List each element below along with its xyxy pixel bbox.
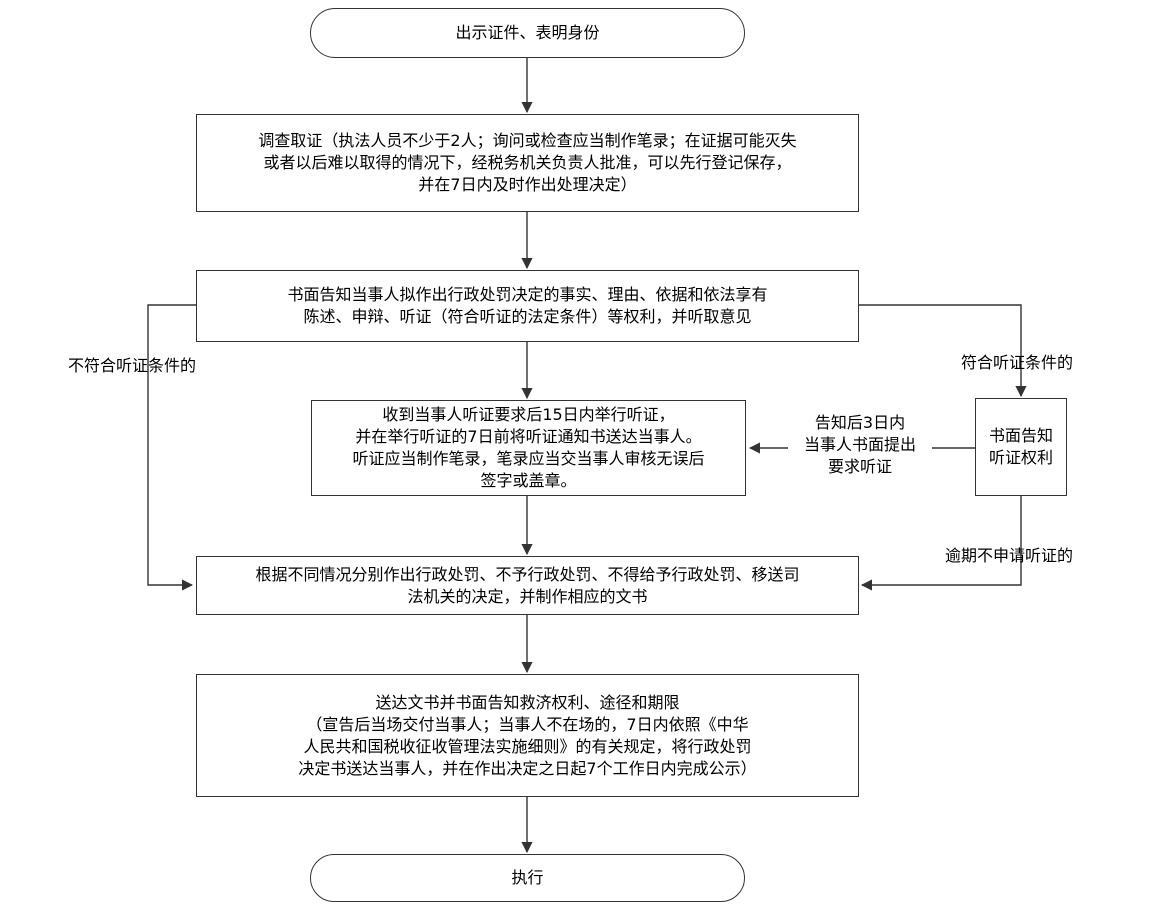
investigate-line: 并在7日内及时作出处理决定） (418, 175, 637, 194)
deliver-node: 送达文书并书面告知救济权利、途径和期限 （宣告后当场交付当事人；当事人不在场的，… (196, 674, 859, 797)
arrow-qualified-path (859, 304, 1027, 398)
deliver-line: 人民共和国税收征收管理法实施细则》的有关规定，将行政处罚 (303, 736, 752, 756)
decision-line: 根据不同情况分别作出行政处罚、不予行政处罚、不得给予行政处罚、移送司 (255, 564, 800, 584)
notify-hearing-right-line: 书面告知 (988, 426, 1053, 445)
end-label: 执行 (511, 868, 544, 887)
edge-label-qualified: 符合听证条件的 (961, 353, 1074, 372)
end-node: 执行 (310, 854, 745, 902)
hearing-node: 收到当事人听证要求后15日内举行听证， 并在举行听证的7日前将听证通知书送达当事… (311, 400, 746, 496)
decision-node: 根据不同情况分别作出行政处罚、不予行政处罚、不得给予行政处罚、移送司 法机关的决… (196, 556, 859, 615)
deliver-line: （宣告后当场交付当事人；当事人不在场的，7日内依照《中华 (306, 714, 749, 734)
notify-hearing-right-node: 书面告知 听证权利 (975, 398, 1067, 496)
notify-node: 书面告知当事人拟作出行政处罚决定的事实、理由、依据和依法享有 陈述、申辩、听证（… (196, 270, 859, 342)
investigate-line: 或者以后难以取得的情况下，经税务机关负责人批准，可以先行登记保存， (263, 153, 792, 172)
notify-line: 陈述、申辩、听证（符合听证的法定条件）等权利，并听取意见 (303, 307, 752, 326)
decision-line: 法机关的决定，并制作相应的文书 (407, 586, 648, 606)
arrow-overdue-path (860, 496, 1022, 591)
investigate-line: 调查取证（执法人员不少于2人；询问或检查应当制作笔录；在证据可能灭失 (258, 131, 797, 150)
notify-hearing-right-line: 听证权利 (988, 448, 1053, 467)
deliver-line: 决定书送达当事人，并在作出决定之日起7个工作日内完成公示） (298, 758, 757, 778)
hearing-line: 签字或盖章。 (480, 471, 577, 490)
deliver-line: 送达文书并书面告知救济权利、途径和期限 (375, 692, 680, 712)
start-label: 出示证件、表明身份 (455, 23, 600, 42)
notify-line: 书面告知当事人拟作出行政处罚决定的事实、理由、依据和依法享有 (287, 285, 768, 304)
hearing-line: 收到当事人听证要求后15日内举行听证， (382, 405, 675, 424)
arrow-not-qualified-path (147, 304, 196, 591)
hearing-line: 并在举行听证的7日前将听证通知书送达当事人。 (355, 427, 702, 446)
hearing-line: 听证应当制作笔录，笔录应当交当事人审核无误后 (352, 449, 705, 468)
edge-label-not-qualified: 不符合听证条件的 (68, 356, 197, 375)
edge-label-request-line: 当事人书面提出 (803, 435, 916, 454)
investigate-node: 调查取证（执法人员不少于2人；询问或检查应当制作笔录；在证据可能灭失 或者以后难… (196, 114, 859, 212)
edge-label-request-line: 要求听证 (827, 457, 892, 476)
start-node: 出示证件、表明身份 (310, 8, 745, 58)
edge-label-request-hearing: 告知后3日内 当事人书面提出 要求听证 (788, 412, 932, 478)
edge-label-overdue: 逾期不申请听证的 (945, 546, 1074, 565)
edge-label-request-line: 告知后3日内 (814, 413, 906, 432)
